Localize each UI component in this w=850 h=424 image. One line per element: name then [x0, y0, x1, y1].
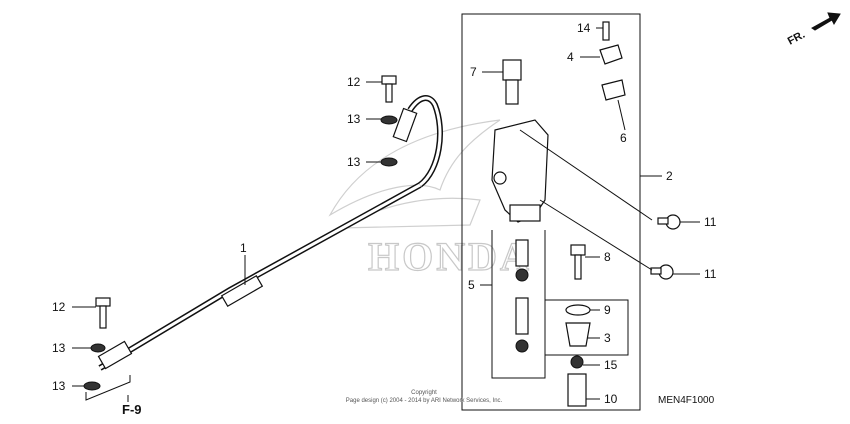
callout-14: 14 — [577, 21, 591, 35]
watermark-text: HONDA — [368, 234, 532, 279]
callout-1: 1 — [240, 241, 247, 255]
honda-wing-logo — [328, 119, 501, 229]
front-direction-indicator: FR. — [786, 12, 841, 48]
callout-9: 9 — [604, 303, 611, 317]
callout-13-c: 13 — [52, 341, 66, 355]
callout-13-a: 13 — [347, 112, 361, 126]
washer-13-d — [83, 381, 101, 391]
callout-12-upper: 12 — [347, 75, 361, 89]
bolt-12-lower — [95, 297, 111, 329]
callout-12-lower: 12 — [52, 300, 66, 314]
group-9-3-bracket — [545, 299, 629, 356]
joint-10 — [567, 373, 587, 407]
callouts: 1 2 3 4 5 6 7 8 9 10 11 11 12 12 13 13 1… — [52, 21, 717, 406]
callout-3: 3 — [604, 331, 611, 345]
bleeder-11-upper — [657, 214, 681, 230]
boot-3 — [565, 322, 591, 347]
ring-9 — [565, 304, 591, 316]
callout-10: 10 — [604, 392, 618, 406]
nut-15 — [570, 355, 584, 369]
master-cylinder-body — [491, 119, 549, 223]
leader-lines — [72, 27, 700, 402]
piston-set-5 — [515, 239, 529, 353]
washer-13-c — [90, 343, 106, 353]
group-5-bracket — [491, 230, 546, 379]
copyright-line-2: Page design (c) 2004 - 2014 by ARI Netwo… — [346, 398, 503, 404]
push-rod-8 — [570, 244, 586, 280]
reference-label: F-9 — [122, 402, 142, 417]
honda-watermark: HONDA — [328, 119, 532, 280]
front-direction-arrow-icon — [811, 12, 841, 31]
diagram-code: MEN4F1000 — [658, 395, 715, 406]
screw-14 — [602, 21, 610, 41]
callout-13-d: 13 — [52, 379, 66, 393]
callout-15: 15 — [604, 358, 618, 372]
callout-7: 7 — [470, 65, 477, 79]
cover-4 — [599, 44, 623, 65]
bleeder-11-lower — [650, 264, 674, 280]
callout-13-b: 13 — [347, 155, 361, 169]
copyright-line-1: Copyright — [411, 390, 437, 396]
fr-label: FR. — [786, 29, 807, 48]
plate-6 — [601, 79, 626, 101]
callout-11-lower: 11 — [704, 267, 717, 281]
callout-5: 5 — [468, 278, 475, 292]
callout-8: 8 — [604, 250, 611, 264]
bolt-12-upper — [381, 75, 397, 103]
washer-13-a — [380, 115, 398, 125]
callout-2: 2 — [666, 169, 673, 183]
brake-hose — [97, 95, 443, 371]
callout-4: 4 — [567, 50, 574, 64]
callout-11-upper: 11 — [704, 215, 717, 229]
callout-6: 6 — [620, 131, 627, 145]
assembly-group-box — [461, 13, 641, 411]
reservoir-cap-7 — [502, 59, 522, 105]
washer-13-b — [380, 157, 398, 167]
